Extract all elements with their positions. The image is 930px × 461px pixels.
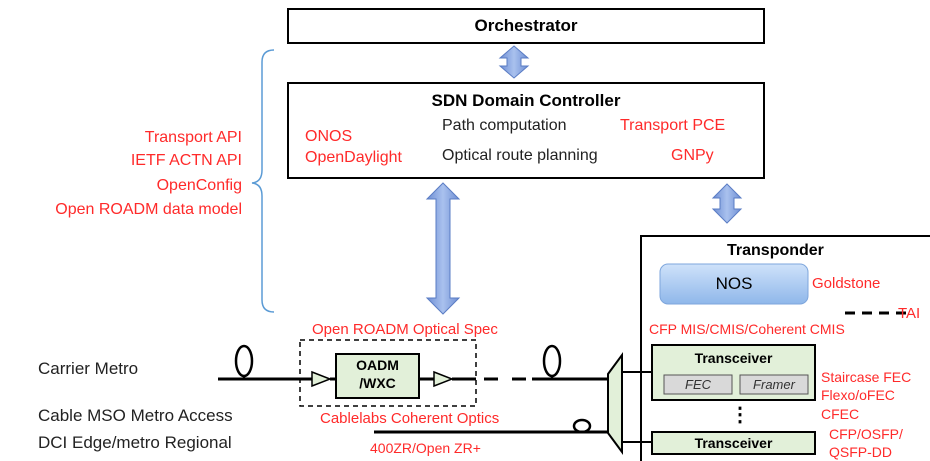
dci-label: DCI Edge/metro Regional xyxy=(38,433,232,452)
oadm-label-line2: /WXC xyxy=(359,375,396,391)
arrow-sdn-transponder xyxy=(711,183,743,224)
fec-label: FEC xyxy=(685,377,711,392)
path-computation-label: Path computation xyxy=(442,117,567,134)
fec-type-cfec: CFEC xyxy=(821,406,860,422)
opendaylight-label: OpenDaylight xyxy=(305,149,402,166)
orchestrator-box xyxy=(287,8,765,44)
transceiver-2-label: Transceiver xyxy=(694,435,773,451)
sdn-title: SDN Domain Controller xyxy=(431,91,621,110)
transponder-title: Transponder xyxy=(727,242,824,259)
form-factor-1: CFP/OSFP/ xyxy=(829,426,903,442)
mux-shape xyxy=(607,351,623,456)
framer-box xyxy=(739,374,809,395)
api-ietf-actn: IETF ACTN API xyxy=(130,152,242,169)
optical-route-planning-label: Optical route planning xyxy=(442,147,598,164)
form-factor-2: QSFP-DD xyxy=(829,444,892,460)
api-openconfig: OpenConfig xyxy=(156,177,242,194)
nos-box xyxy=(659,263,809,305)
arrow-sdn-network xyxy=(425,182,461,315)
api-brace xyxy=(251,49,275,313)
carrier-metro-label: Carrier Metro xyxy=(38,359,139,378)
transceiver-1-label: Transceiver xyxy=(694,350,773,366)
orchestrator-title: Orchestrator xyxy=(474,16,578,35)
fiber-spool-3 xyxy=(572,418,592,434)
oadm-label-line1: OADM xyxy=(356,357,399,373)
onos-label: ONOS xyxy=(305,128,353,145)
oadm-box xyxy=(335,353,420,399)
zr-label: 400ZR/Open ZR+ xyxy=(370,440,481,456)
api-open-roadm-model: Open ROADM data model xyxy=(55,201,242,218)
nos-label: NOS xyxy=(715,274,753,293)
arrow-orchestrator-sdn xyxy=(498,45,530,79)
fec-type-flexo: Flexo/oFEC xyxy=(821,387,895,403)
framer-label: Framer xyxy=(753,377,795,392)
goldstone-label: Goldstone xyxy=(812,275,881,292)
sdn-controller-box xyxy=(287,82,765,179)
transport-pce-label: Transport PCE xyxy=(620,117,726,134)
gnpy-label: GNPy xyxy=(671,147,714,164)
fec-type-staircase: Staircase FEC xyxy=(821,369,912,385)
cmis-label: CFP MIS/CMIS/Coherent CMIS xyxy=(649,321,845,337)
oadm-dashed-box xyxy=(299,339,477,407)
cablelabs-label: Cablelabs Coherent Optics xyxy=(320,410,500,427)
cable-mso-label: Cable MSO Metro Access xyxy=(38,406,233,425)
fiber-spool-2 xyxy=(542,344,562,378)
api-transport: Transport API xyxy=(144,129,242,146)
fec-box xyxy=(663,374,733,395)
amplifier-1 xyxy=(311,370,333,388)
amplifier-2 xyxy=(433,370,455,388)
fiber-spool-1 xyxy=(234,344,254,378)
tai-label: TAI xyxy=(898,305,921,322)
open-roadm-spec-label: Open ROADM Optical Spec xyxy=(312,321,498,338)
vertical-dots: ⋮ xyxy=(730,404,750,426)
